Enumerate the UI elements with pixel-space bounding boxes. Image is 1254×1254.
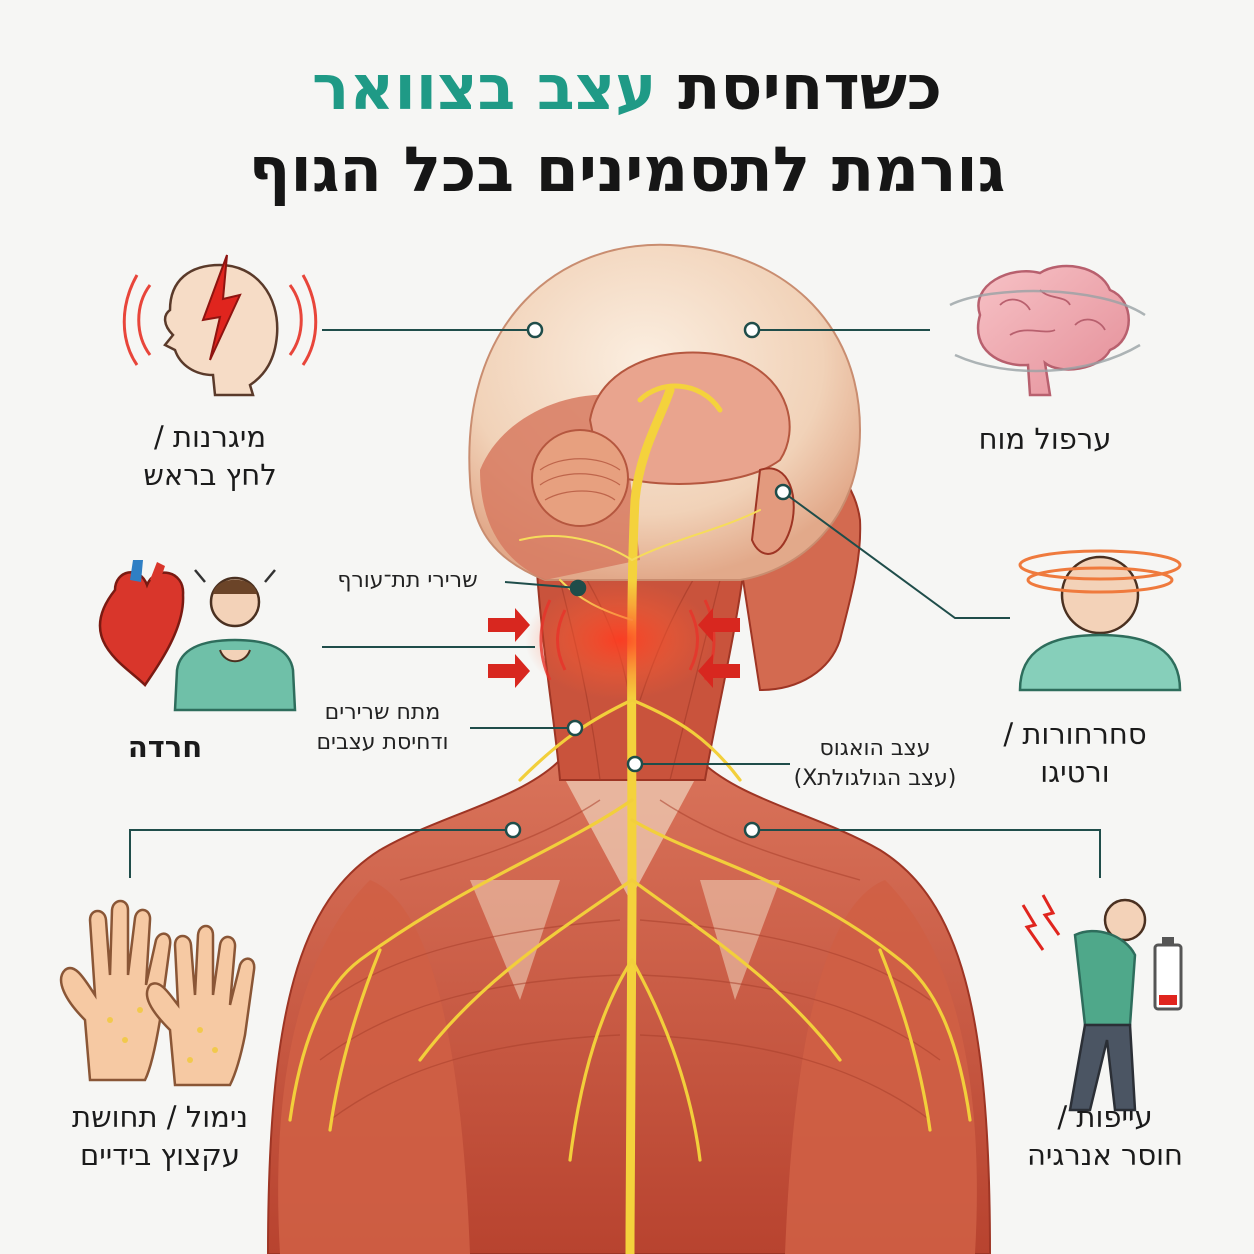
label-anxiety: חרדה — [127, 730, 203, 764]
nerves — [288, 383, 972, 1254]
label-suboccipital-muscles: שרירי תת־עורף — [337, 568, 478, 593]
label-muscle-tension: מתח שרירים ודחיסת עצבים — [316, 700, 449, 755]
anxiety-icon — [98, 560, 297, 712]
fatigue-icon — [1021, 894, 1183, 1112]
label-brain-fog: ערפול מוח — [978, 422, 1112, 456]
label-tingling: נימול / תחושת עקצוץ בידיים — [72, 1100, 248, 1172]
title-highlight: עצב בצוואר — [311, 51, 657, 124]
leader-lines — [129, 329, 1101, 878]
compression-pain-area — [488, 580, 740, 700]
label-migraines: מיגרנות / לחץ בראש — [143, 420, 277, 492]
brain-fog-icon — [949, 264, 1146, 397]
page-title-line1: כשדחיסת עצב בצוואר — [0, 48, 1254, 128]
migraine-head-icon — [122, 254, 318, 397]
label-fatigue: עייפות / חוסר אנרגיה — [1026, 1100, 1183, 1172]
pressure-arrows — [488, 608, 740, 688]
dizziness-icon — [1018, 549, 1182, 692]
leader-dots — [504, 321, 792, 839]
label-dizziness: סחרחורות / ורטיגו — [1003, 717, 1147, 789]
label-vagus-nerve: עצב הואגוס (עצב הגולגולתX) — [793, 736, 957, 791]
page-title-line2: גורמת לתסמינים בכל הגוף — [248, 133, 1006, 206]
tingling-hands-icon — [59, 899, 256, 1087]
title-part1: כשדחיסת — [678, 51, 942, 124]
